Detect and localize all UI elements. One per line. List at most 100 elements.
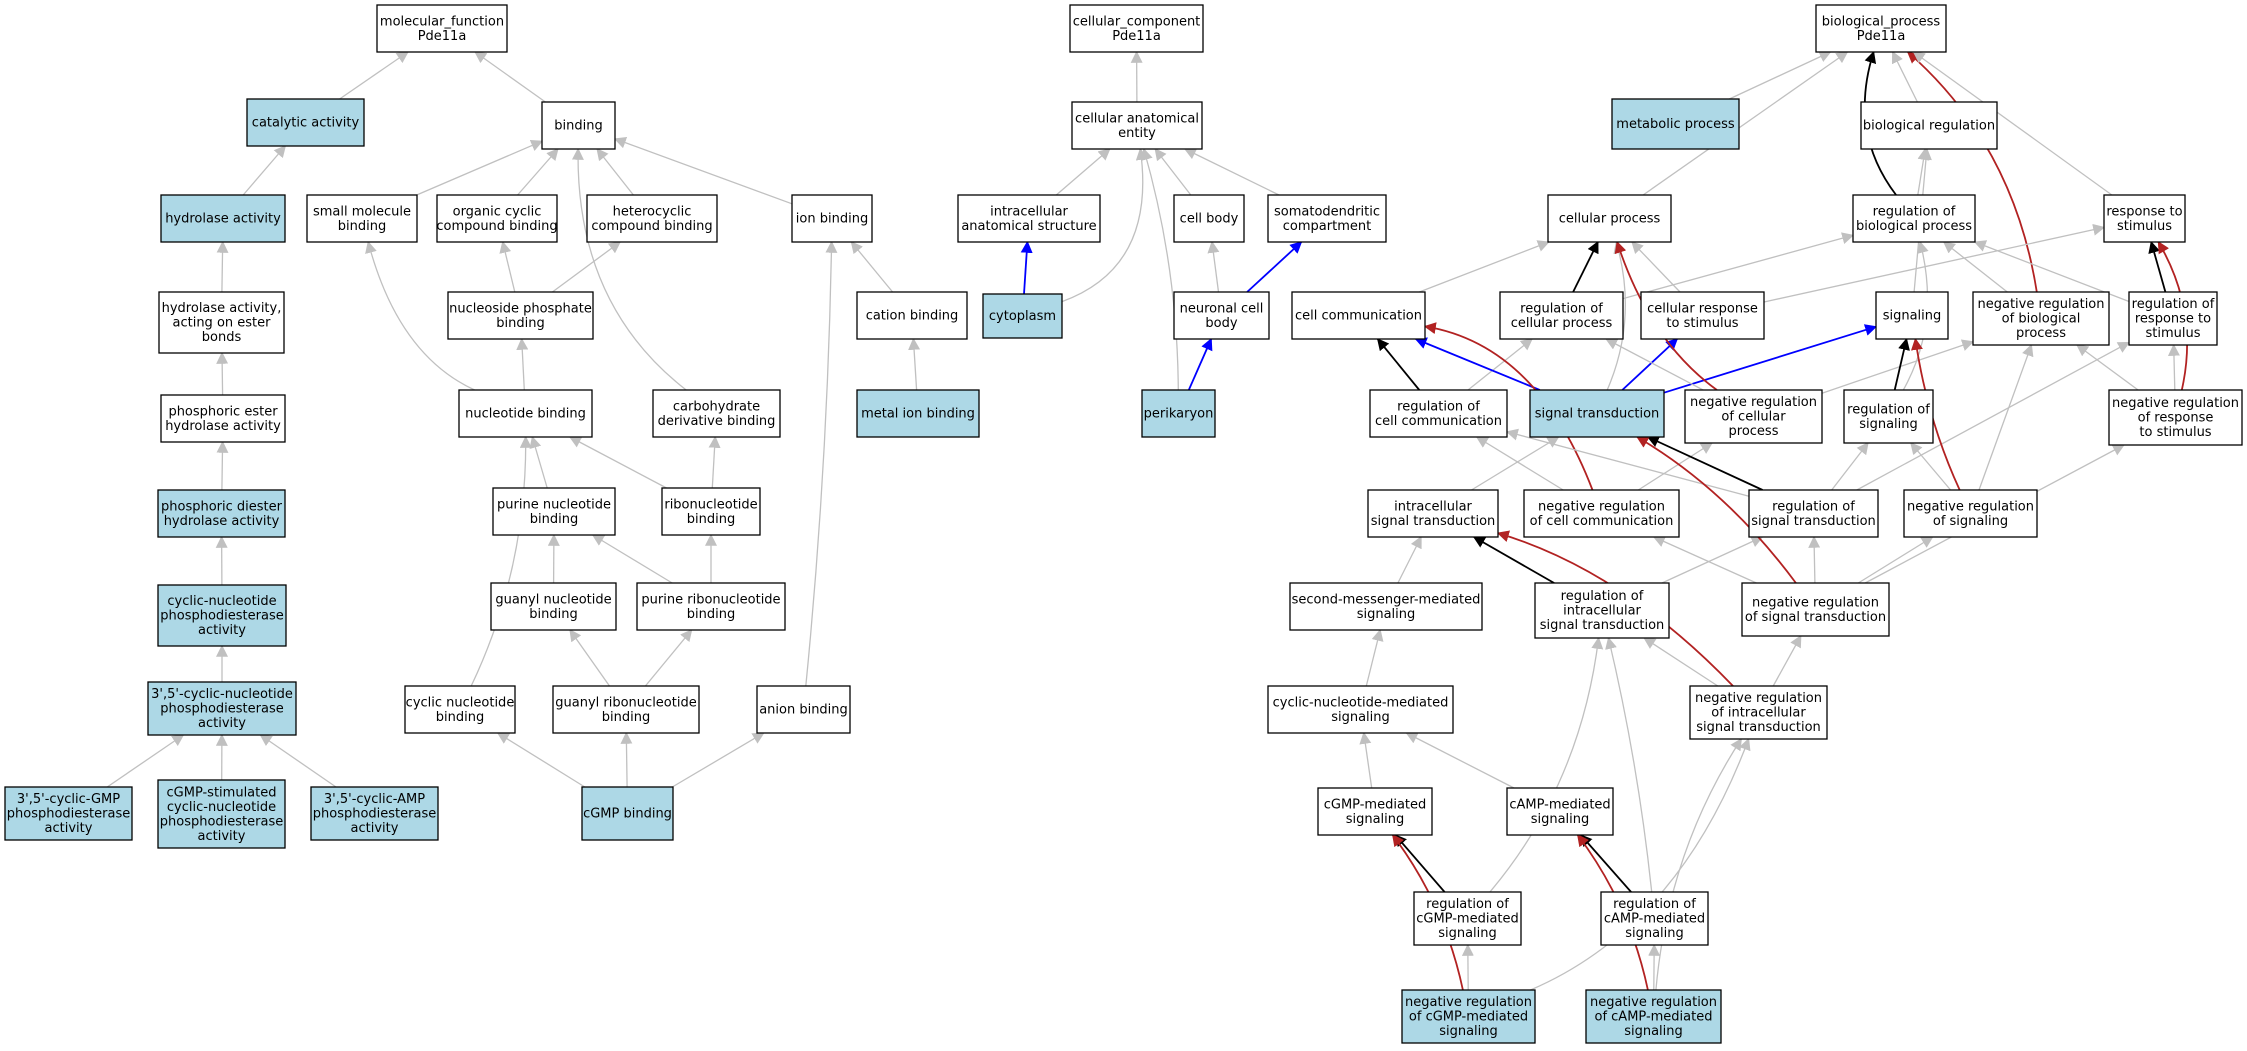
term-node-ion-binding[interactable]: ion binding (791, 194, 873, 243)
term-node-hydrolase[interactable]: hydrolase activity (160, 194, 286, 243)
edge-regulates-reg-resp-stim-to-resp-stim (2148, 240, 2167, 293)
term-box (856, 389, 980, 438)
term-label-line: activity (198, 829, 246, 844)
term-node-cgmp-binding[interactable]: cGMP binding (581, 786, 674, 841)
term-label-line: signaling (1438, 926, 1497, 941)
term-node-cn35-pde[interactable]: 3',5'-cyclic-nucleotidephosphodiesterase… (147, 681, 297, 736)
term-node-anion-binding[interactable]: anion binding (756, 685, 851, 734)
term-node-bio-reg[interactable]: biological regulation (1860, 101, 1998, 150)
term-node-cgmp-pde[interactable]: 3',5'-cyclic-GMPphosphodiesteraseactivit… (4, 786, 133, 841)
term-node-cgmp-stim-pde[interactable]: cGMP-stimulatedcyclic-nucleotidephosphod… (157, 779, 286, 849)
term-box (2103, 194, 2186, 243)
term-node-cn-pde[interactable]: cyclic-nucleotidephosphodiesteraseactivi… (157, 584, 287, 647)
term-node-nucleotide[interactable]: nucleotide binding (458, 389, 593, 438)
term-label-line: cGMP binding (583, 807, 672, 822)
term-node-perikaryon[interactable]: perikaryon (1141, 389, 1216, 438)
term-label-line: guanyl nucleotide (495, 592, 611, 607)
term-label-line: phosphoric ester (168, 404, 278, 419)
term-label-line: of signaling (1933, 514, 2008, 529)
edge-is-a-neg-reg-sig-trans-to-reg-sig-trans (1808, 535, 1821, 584)
term-label-line: regulation of (1397, 399, 1480, 414)
edge-is-a-resp-stim-to-bp (1912, 51, 2113, 196)
edge-is-a-metal-ion-to-cation-binding (908, 337, 921, 391)
term-box (1611, 98, 1740, 150)
term-node-sig-trans[interactable]: signal transduction (1529, 389, 1665, 438)
term-node-cell-comm[interactable]: cell communication (1291, 291, 1426, 340)
term-node-cytoplasm[interactable]: cytoplasm (982, 293, 1063, 339)
term-label-line: intracellular (1563, 604, 1641, 619)
term-box (490, 582, 617, 631)
edge-is-a-ion-binding-to-binding (613, 136, 793, 205)
edge-is-a-cell-comm-to-cell-proc (1419, 240, 1550, 293)
term-node-metal-ion[interactable]: metal ion binding (856, 389, 980, 438)
term-label-line: metal ion binding (861, 407, 975, 422)
term-node-signaling[interactable]: signaling (1875, 291, 1949, 340)
edge-is-a-nucleoside-phos-to-org-cyclic (499, 240, 516, 293)
term-node-camp-pde[interactable]: 3',5'-cyclic-AMPphosphodiesteraseactivit… (310, 786, 439, 841)
term-node-cation-binding[interactable]: cation binding (856, 291, 968, 340)
edge-is-a-cell-resp-stim-to-cell-proc (1631, 241, 1681, 293)
term-node-cell-body[interactable]: cell body (1173, 194, 1245, 243)
edge-is-a-cgmp-sig-to-cn-med-sig (1359, 731, 1373, 789)
term-label-line: entity (1118, 126, 1156, 141)
term-label-line: negative regulation (1977, 297, 2104, 312)
term-node-cell-proc[interactable]: cellular process (1547, 194, 1672, 243)
edge-is-a-neg-reg-intracell-sig-to-reg-intracell-sig (1643, 637, 1719, 687)
term-label-line: intracellular (1394, 499, 1472, 514)
term-node-binding[interactable]: binding (541, 101, 616, 150)
edge-is-a-cn-med-sig-to-second-msg (1365, 628, 1384, 687)
edge-is-a-neg-reg-cell-comm-to-neg-reg-cell-proc (1637, 442, 1714, 491)
term-node-catalytic[interactable]: catalytic activity (246, 98, 365, 147)
term-box (1547, 194, 1672, 243)
term-box (586, 194, 718, 243)
term-node-metabolic[interactable]: metabolic process (1611, 98, 1740, 150)
term-label-line: negative regulation (1907, 499, 2034, 514)
